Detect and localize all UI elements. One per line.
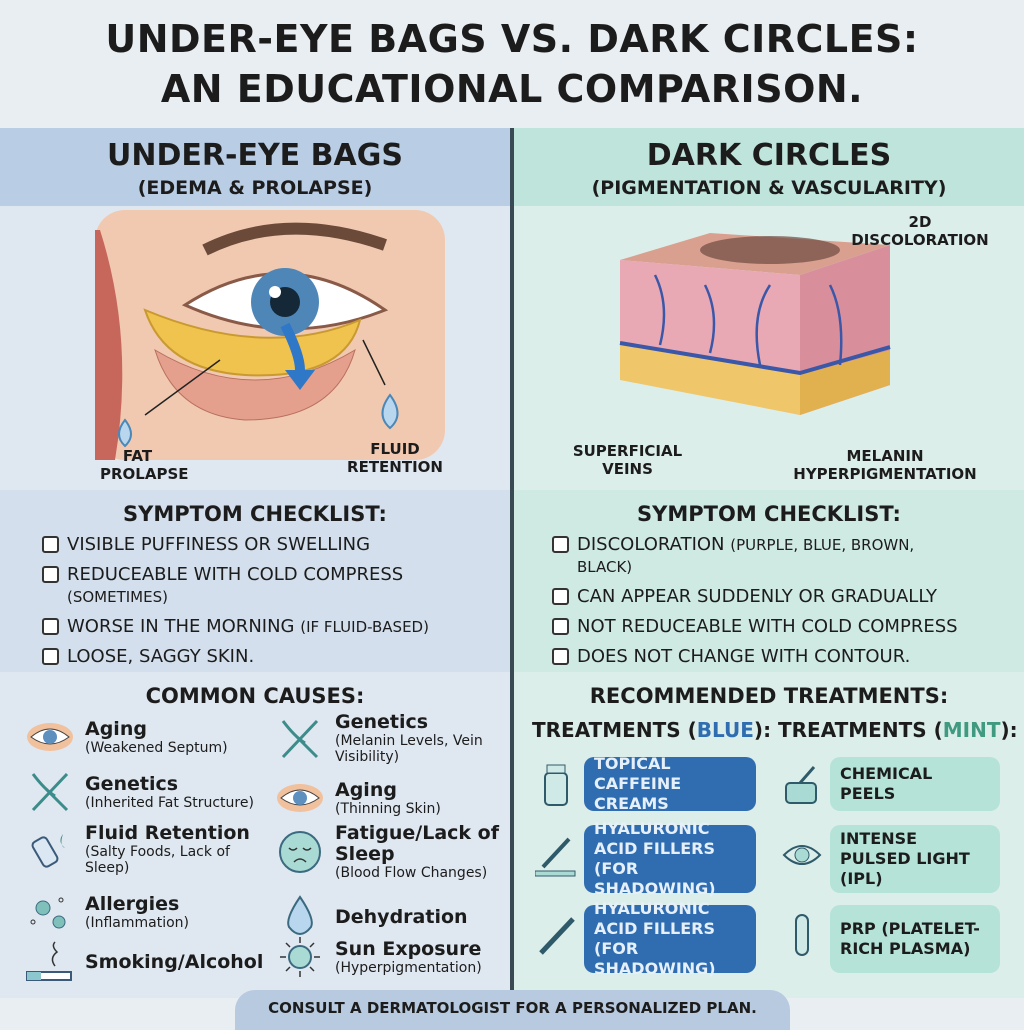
checklist-item[interactable]: DISCOLORATION (PURPLE, BLUE, BROWN, BLAC… bbox=[552, 534, 1024, 578]
cause-detail: (Inflammation) bbox=[85, 914, 189, 931]
checklist-item[interactable]: LOOSE, SAGGY SKIN. bbox=[42, 646, 510, 668]
cause-detail: (Weakened Septum) bbox=[85, 739, 228, 756]
cause-name: Fatigue/Lack of Sleep bbox=[335, 822, 499, 865]
footer-banner: CONSULT A DERMATOLOGIST FOR A PERSONALIZ… bbox=[235, 990, 790, 1030]
cause-name: Smoking/Alcohol bbox=[85, 950, 264, 973]
cause-item: Aging(Weakened Septum) bbox=[25, 715, 265, 759]
fluid-retention-label: FLUID RETENTION bbox=[347, 440, 443, 476]
treatment-icon bbox=[785, 766, 817, 804]
eye-bags-illustration bbox=[95, 210, 445, 460]
bags-checklist-section: SYMPTOM CHECKLIST: VISIBLE PUFFINESS OR … bbox=[0, 490, 510, 672]
checklist-item[interactable]: VISIBLE PUFFINESS OR SWELLING bbox=[42, 534, 510, 556]
eye-icon bbox=[277, 784, 323, 812]
blue-treatment-card: HYALURONIC ACID FILLERS (FOR SHADOWING) bbox=[584, 819, 756, 898]
sun-icon bbox=[280, 937, 320, 977]
mint-treatments-title: TREATMENTS (MINT): bbox=[778, 718, 1018, 742]
cause-detail: (Salty Foods, Lack of Sleep) bbox=[85, 844, 230, 876]
checkbox[interactable] bbox=[42, 648, 59, 665]
checkbox[interactable] bbox=[42, 618, 59, 635]
discoloration-label: 2D DISCOLORATION bbox=[851, 213, 989, 249]
cause-item: Aging(Thinning Skin) bbox=[275, 776, 515, 820]
causes-title: COMMON CAUSES: bbox=[145, 684, 365, 708]
checkbox[interactable] bbox=[552, 618, 569, 635]
cause-item: Sun Exposure(Hyperpigmentation) bbox=[275, 935, 515, 979]
treatment-icon bbox=[544, 764, 568, 806]
allergen-icon bbox=[30, 897, 66, 929]
checkbox[interactable] bbox=[552, 648, 569, 665]
cause-item: Dehydration bbox=[275, 895, 515, 939]
checklist-item[interactable]: REDUCEABLE WITH COLD COMPRESS(SOMETIMES) bbox=[42, 564, 510, 608]
cause-item: Genetics(Melanin Levels, Vein Visibility… bbox=[275, 712, 515, 765]
treatment-icon bbox=[539, 917, 575, 955]
checklist-item[interactable]: DOES NOT CHANGE WITH CONTOUR. bbox=[552, 646, 1024, 668]
cause-item: Genetics(Inherited Fat Structure) bbox=[25, 770, 265, 814]
water-drop-icon bbox=[287, 895, 313, 935]
checklist-item[interactable]: CAN APPEAR SUDDENLY OR GRADUALLY bbox=[552, 586, 1024, 608]
dna-icon bbox=[281, 719, 319, 758]
cigarette-icon bbox=[26, 941, 72, 981]
mint-treatment-card: CHEMICAL PEELS bbox=[830, 757, 1000, 811]
checkbox[interactable] bbox=[42, 536, 59, 553]
treatments-title: RECOMMENDED TREATMENTS: bbox=[589, 684, 949, 708]
dark-circles-header: DARK CIRCLES (PIGMENTATION & VASCULARITY… bbox=[514, 128, 1024, 206]
melanin-label: MELANIN HYPERPIGMENTATION bbox=[793, 447, 977, 483]
salt-shaker-icon bbox=[31, 833, 65, 868]
cause-name: Fluid Retention bbox=[85, 822, 250, 844]
treatment-icon bbox=[782, 845, 822, 865]
tired-face-icon bbox=[279, 831, 321, 873]
cause-item: Fatigue/Lack of Sleep(Blood Flow Changes… bbox=[275, 823, 515, 881]
blue-treatments-title: TREATMENTS (BLUE): bbox=[532, 718, 772, 742]
checklist-item[interactable]: NOT REDUCEABLE WITH COLD COMPRESS bbox=[552, 616, 1024, 638]
cause-item: Allergies(Inflammation) bbox=[25, 890, 265, 934]
checklist-item[interactable]: WORSE IN THE MORNING (IF FLUID-BASED) bbox=[42, 616, 510, 638]
cause-detail: (Inherited Fat Structure) bbox=[85, 794, 254, 811]
cause-detail: (Thinning Skin) bbox=[335, 800, 441, 817]
cause-name: Aging bbox=[85, 717, 147, 740]
checkbox[interactable] bbox=[552, 588, 569, 605]
cause-name: Dehydration bbox=[335, 905, 468, 928]
cause-item: Smoking/Alcohol bbox=[25, 940, 265, 984]
dark-circles-checklist-section: SYMPTOM CHECKLIST: DISCOLORATION (PURPLE… bbox=[514, 490, 1024, 672]
superficial-veins-label: SUPERFICIAL VEINS bbox=[572, 442, 683, 478]
dna-icon bbox=[31, 772, 69, 812]
cause-detail: (Blood Flow Changes) bbox=[335, 865, 488, 881]
blue-treatment-card: TOPICAL CAFFEINE CREAMS bbox=[584, 754, 756, 813]
treatment-icon bbox=[535, 837, 576, 877]
cause-name: Genetics bbox=[85, 772, 179, 795]
cause-name: Aging bbox=[335, 778, 397, 801]
fat-prolapse-label: FAT PROLAPSE bbox=[100, 447, 189, 483]
cause-detail: (Hyperpigmentation) bbox=[335, 959, 482, 976]
column-divider bbox=[510, 128, 514, 998]
cause-name: Allergies bbox=[85, 892, 180, 915]
bags-header: UNDER-EYE BAGS (EDEMA & PROLAPSE) bbox=[0, 128, 510, 206]
blue-treatment-card: HYALURONIC ACID FILLERS (FOR SHADOWING) bbox=[584, 899, 756, 978]
eye-icon bbox=[27, 723, 73, 751]
cause-detail: (Melanin Levels, Vein Visibility) bbox=[335, 733, 483, 765]
skin-cross-section-illustration bbox=[619, 233, 891, 415]
cause-name: Sun Exposure bbox=[335, 937, 482, 960]
checkbox[interactable] bbox=[42, 566, 59, 583]
page-title: UNDER-EYE BAGS VS. DARK CIRCLES: AN EDUC… bbox=[105, 17, 919, 111]
checkbox[interactable] bbox=[552, 536, 569, 553]
treatment-icon bbox=[795, 914, 809, 956]
cause-name: Genetics bbox=[335, 711, 429, 733]
mint-treatment-card: PRP (PLATELET-RICH PLASMA) bbox=[830, 905, 1000, 973]
mint-treatment-card: INTENSE PULSED LIGHT (IPL) bbox=[830, 825, 1000, 893]
cause-item: Fluid Retention(Salty Foods, Lack of Sle… bbox=[25, 823, 265, 876]
